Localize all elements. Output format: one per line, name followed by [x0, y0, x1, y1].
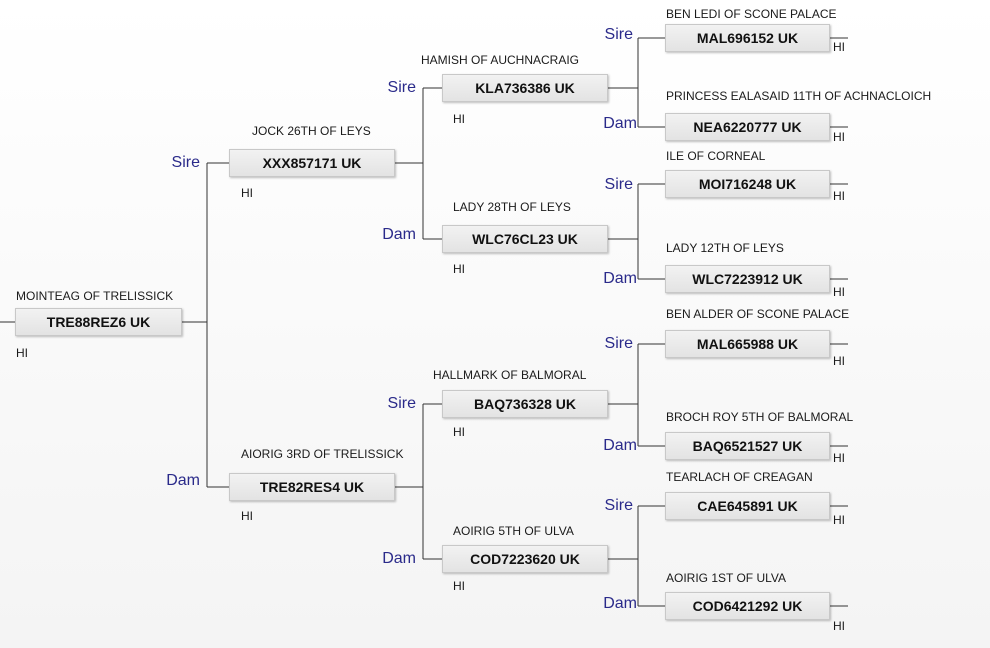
g3-name-8: AOIRIG 1ST OF ULVA	[666, 571, 787, 585]
g3-reg-button-8[interactable]: COD6421292 UK	[665, 592, 830, 620]
dam-label: Dam	[382, 226, 416, 243]
dam-label: Dam	[166, 472, 200, 489]
dam-label: Dam	[382, 550, 416, 567]
sire-label: Sire	[604, 497, 633, 514]
g3-hi-tag-1: HI	[833, 40, 845, 54]
g3-name-1: BEN LEDI OF SCONE PALACE	[666, 7, 837, 21]
g3-reg-button-3[interactable]: MOI716248 UK	[665, 170, 830, 198]
g3-hi-tag-3: HI	[833, 189, 845, 203]
g1-dam-hi-tag: HI	[241, 509, 253, 523]
g3-name-5: BEN ALDER OF SCONE PALACE	[666, 307, 850, 321]
g2-reg-button-4[interactable]: COD7223620 UK	[442, 545, 608, 573]
g2-reg-button-3[interactable]: BAQ736328 UK	[442, 390, 608, 418]
dam-label: Dam	[603, 595, 637, 612]
g2-hi-tag-2: HI	[453, 262, 465, 276]
g3-name-7: TEARLACH OF CREAGAN	[666, 470, 813, 484]
g1-dam-name: AIORIG 3RD OF TRELISSICK	[241, 447, 404, 461]
g3-reg-button-4[interactable]: WLC7223912 UK	[665, 265, 830, 293]
dam-label: Dam	[603, 270, 637, 287]
g2-name-2: LADY 28TH OF LEYS	[453, 200, 571, 214]
subject-name: MOINTEAG OF TRELISSICK	[16, 289, 174, 303]
g3-hi-tag-5: HI	[833, 354, 845, 368]
g3-hi-tag-4: HI	[833, 285, 845, 299]
g3-reg-button-7[interactable]: CAE645891 UK	[665, 492, 830, 520]
sire-label: Sire	[387, 395, 416, 412]
g2-hi-tag-4: HI	[453, 579, 465, 593]
sire-label: Sire	[604, 26, 633, 43]
g3-reg-button-1[interactable]: MAL696152 UK	[665, 24, 830, 52]
g3-hi-tag-2: HI	[833, 130, 845, 144]
g2-hi-tag-3: HI	[453, 425, 465, 439]
g3-name-3: ILE OF CORNEAL	[666, 149, 766, 163]
g3-hi-tag-8: HI	[833, 619, 845, 633]
g3-reg-button-6[interactable]: BAQ6521527 UK	[665, 432, 830, 460]
g2-hi-tag-1: HI	[453, 112, 465, 126]
g2-name-3: HALLMARK OF BALMORAL	[433, 368, 587, 382]
g2-name-4: AOIRIG 5TH OF ULVA	[453, 524, 574, 538]
g3-hi-tag-6: HI	[833, 451, 845, 465]
sire-label: Sire	[387, 79, 416, 96]
sire-label: Sire	[604, 335, 633, 352]
g3-reg-button-5[interactable]: MAL665988 UK	[665, 330, 830, 358]
g3-name-4: LADY 12TH OF LEYS	[666, 241, 784, 255]
subject-reg-button[interactable]: TRE88REZ6 UK	[15, 308, 182, 336]
g3-hi-tag-7: HI	[833, 513, 845, 527]
g3-reg-button-2[interactable]: NEA6220777 UK	[665, 113, 830, 141]
sire-label: Sire	[604, 176, 633, 193]
sire-label: Sire	[171, 154, 200, 171]
g3-name-6: BROCH ROY 5TH OF BALMORAL	[666, 410, 854, 424]
g1-sire-name: JOCK 26TH OF LEYS	[252, 124, 371, 138]
dam-label: Dam	[603, 437, 637, 454]
g1-dam-reg-button[interactable]: TRE82RES4 UK	[229, 473, 395, 501]
g2-reg-button-2[interactable]: WLC76CL23 UK	[442, 225, 608, 253]
dam-label: Dam	[603, 115, 637, 132]
g2-reg-button-1[interactable]: KLA736386 UK	[442, 74, 608, 102]
subject-hi-tag: HI	[16, 346, 28, 360]
g1-sire-hi-tag: HI	[241, 186, 253, 200]
g1-sire-reg-button[interactable]: XXX857171 UK	[229, 149, 395, 177]
g2-name-1: HAMISH OF AUCHNACRAIG	[421, 53, 580, 67]
g3-name-2: PRINCESS EALASAID 11TH OF ACHNACLOICH	[666, 89, 932, 103]
